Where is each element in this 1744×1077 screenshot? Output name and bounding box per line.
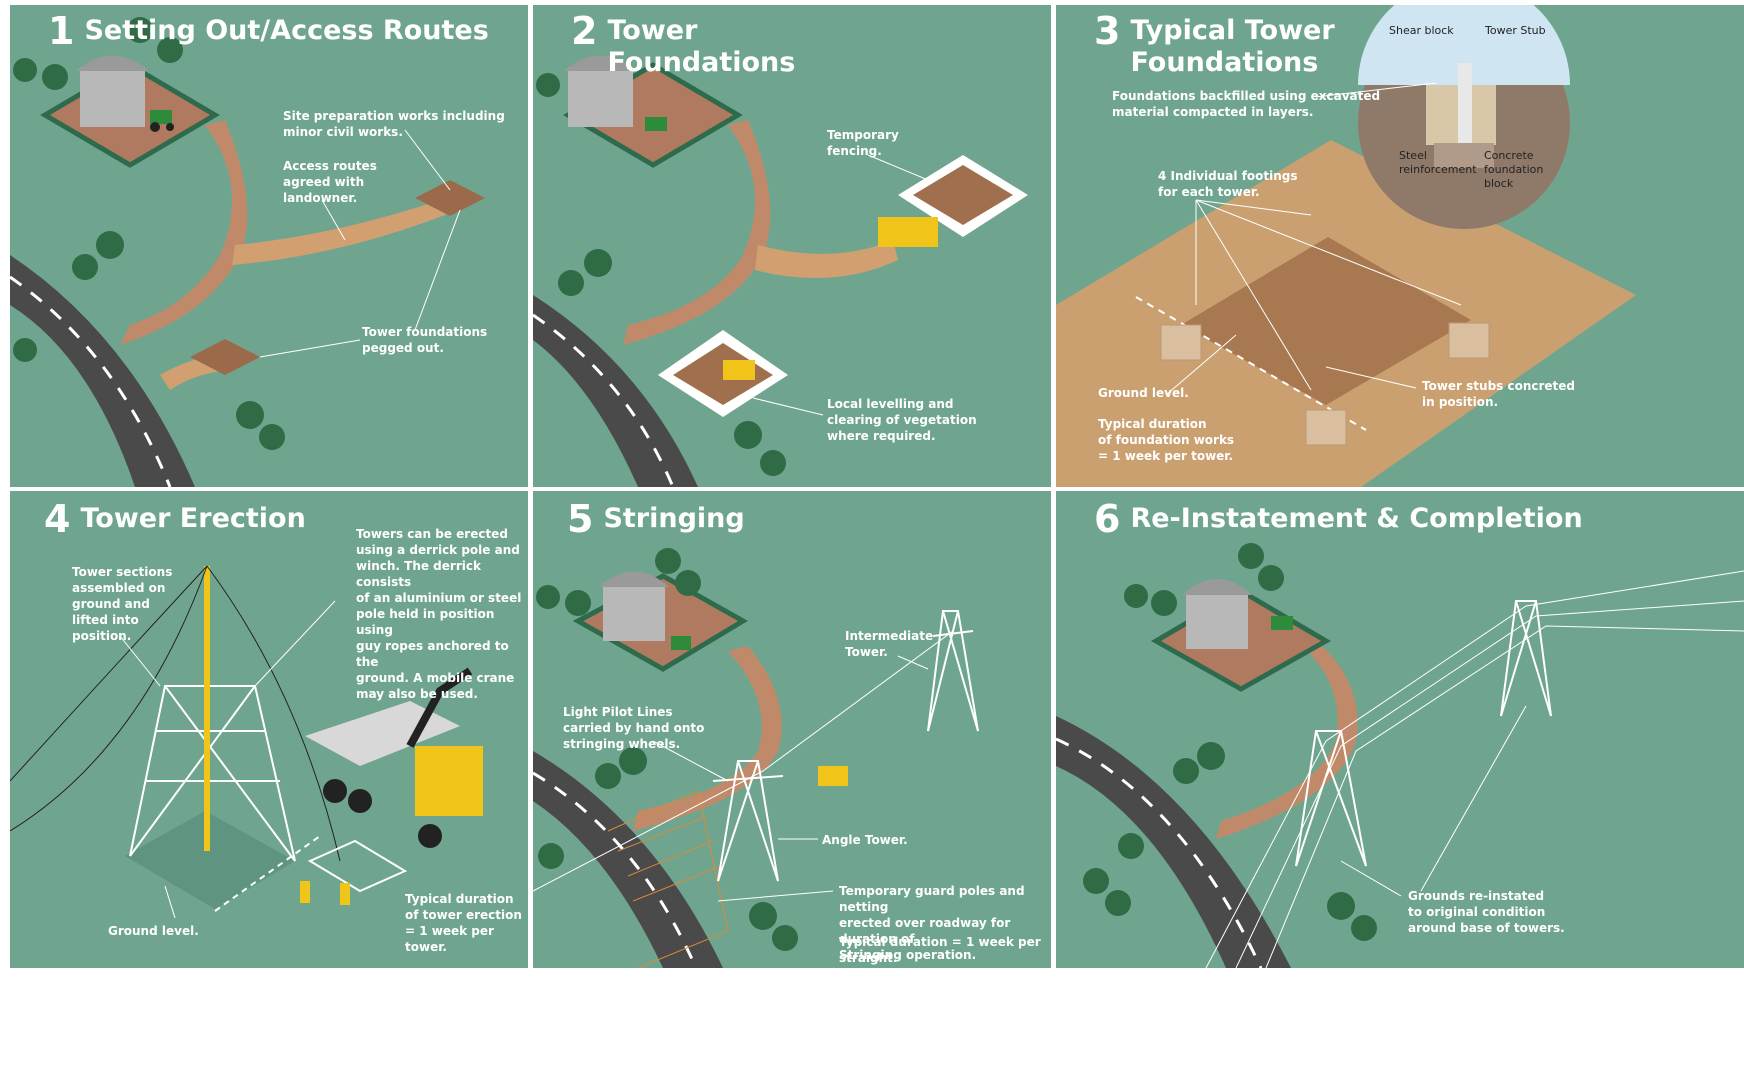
inset-detail <box>1358 5 1570 229</box>
note-ground-level: Ground level. <box>1098 386 1189 400</box>
pegged-area-top <box>415 180 485 216</box>
note-derrick-pole: Towers can be erected using a derrick po… <box>356 527 522 701</box>
note-tower-sections: Tower sections assembled on ground and l… <box>72 565 173 643</box>
note-stubs-concreted: Tower stubs concreted in position. <box>1422 379 1576 409</box>
note-stringing-duration: Typical duration = 1 week per straight. <box>839 935 1041 965</box>
note-erection-duration: Typical duration of tower erection = 1 w… <box>405 892 522 954</box>
note-foundations-pegged: Tower foundations pegged out. <box>362 325 488 355</box>
winch-vehicle <box>818 766 848 786</box>
barn <box>603 583 665 641</box>
pegged-area-bottom <box>190 339 260 375</box>
note-angle-tower: Angle Tower. <box>822 833 908 847</box>
trees <box>13 17 285 450</box>
note-grounds-reinstated: Grounds re-instated to original conditio… <box>1408 889 1565 935</box>
scene-reinstatement <box>1056 543 1744 968</box>
scene-typical-foundations <box>1056 5 1636 487</box>
note-individual-footings: 4 Individual footings for each tower. <box>1158 169 1298 199</box>
tower-footprint <box>1181 237 1471 405</box>
note-local-levelling: Local levelling and clearing of vegetati… <box>827 397 977 443</box>
barn <box>568 67 633 127</box>
note-site-preparation: Site preparation works including minor c… <box>283 109 505 139</box>
note-temporary-fencing: Temporary fencing. <box>827 128 899 158</box>
note-foundation-duration: Typical duration of foundation works = 1… <box>1098 417 1235 463</box>
note-intermediate-tower: Intermediate Tower. <box>845 629 934 659</box>
completed-tower-near <box>1295 730 1367 867</box>
workers <box>300 881 350 905</box>
scene-tower-erection <box>10 565 483 919</box>
inset-label-concrete-block: Concrete foundation block <box>1484 149 1544 190</box>
concrete-mixer <box>878 217 938 247</box>
road <box>10 255 195 487</box>
inset-label-shear-block: Shear block <box>1389 24 1454 37</box>
note-access-routes: Access routes agreed with landowner. <box>283 159 377 205</box>
scene-setting-out <box>10 17 485 487</box>
scene-tower-foundations <box>533 55 1028 487</box>
footing-blocks <box>1160 322 1490 446</box>
inset-label-tower-stub: Tower Stub <box>1485 24 1546 37</box>
inset-label-steel-reinforcement: Steel reinforcement <box>1399 149 1477 176</box>
access-route <box>120 120 248 345</box>
note-ground-level: Ground level. <box>108 924 199 938</box>
excavator <box>723 360 755 380</box>
barn <box>80 67 145 127</box>
note-backfilled: Foundations backfilled using excavated m… <box>1112 89 1381 119</box>
barn <box>1186 591 1248 649</box>
tractor <box>150 110 172 124</box>
tower-section <box>307 839 408 893</box>
intermediate-tower <box>927 610 979 732</box>
note-guard-poles: Temporary guard poles and netting erecte… <box>839 884 1025 962</box>
guard-netting <box>607 790 729 968</box>
scene-stringing <box>533 548 979 968</box>
note-pilot-lines: Light Pilot Lines carried by hand onto s… <box>563 705 705 751</box>
crane-truck <box>305 667 483 848</box>
